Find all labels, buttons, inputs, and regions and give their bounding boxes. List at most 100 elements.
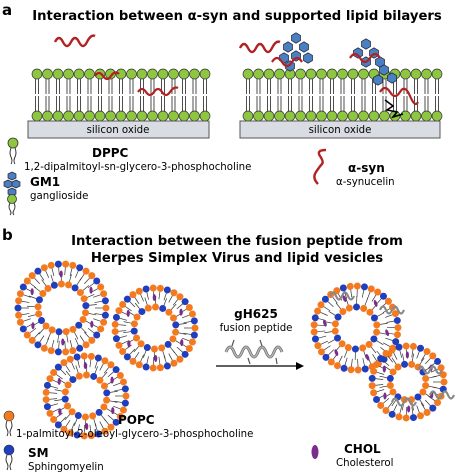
- lipid-head: [429, 404, 437, 412]
- lipid-head: [34, 303, 42, 311]
- lipid-head: [64, 381, 72, 389]
- lipid-head: [101, 427, 109, 435]
- dppc-head: [136, 110, 148, 122]
- sm-label: SM: [28, 446, 49, 460]
- lipid-head: [69, 325, 77, 333]
- lipid-head: [66, 355, 74, 363]
- dppc-head: [431, 110, 443, 122]
- lipid-head: [394, 363, 402, 371]
- lipid-head: [82, 302, 90, 310]
- dppc-head: [368, 110, 380, 122]
- lipid-head: [414, 363, 422, 371]
- dppc-head: [421, 68, 432, 80]
- lipid-head: [81, 413, 89, 421]
- dppc-head: [126, 110, 137, 122]
- lipid-head: [144, 304, 152, 312]
- lipid-head: [39, 289, 47, 297]
- lipid-head: [76, 264, 84, 272]
- lipid-head: [23, 277, 31, 285]
- lipid-head: [368, 382, 376, 390]
- lipid-head: [64, 402, 72, 410]
- cholesterol: [407, 405, 411, 413]
- lipid-head: [365, 340, 373, 348]
- lipid-head: [188, 310, 196, 318]
- lipid-head: [43, 403, 51, 411]
- lipid-head: [76, 289, 84, 297]
- dppc-head: [431, 68, 443, 80]
- lipid-head: [414, 393, 422, 401]
- lipid-head: [331, 327, 339, 335]
- lipid-head: [170, 289, 178, 297]
- lipid-head: [347, 366, 355, 374]
- lipid-head: [47, 347, 55, 355]
- dppc-head: [305, 68, 317, 80]
- lipid-head: [28, 272, 36, 280]
- substrate-label-right: silicon oxide: [309, 125, 372, 136]
- lipid-head: [417, 412, 425, 420]
- vesicle: [310, 282, 402, 374]
- lipid-head: [422, 382, 430, 390]
- dppc-head: [84, 110, 95, 122]
- panel-b-title-line1: Interaction between the fusion peptide f…: [71, 234, 403, 249]
- lipid-head: [181, 298, 189, 306]
- gm1-sugar: [291, 32, 301, 44]
- lipid-head: [121, 385, 129, 393]
- gm1-sugar: [299, 41, 309, 53]
- dppc-label: DPPC: [92, 146, 129, 160]
- alpha-syn-strand-inserted: [137, 86, 179, 97]
- dppc-head: [274, 68, 285, 80]
- dppc-head: [178, 68, 190, 80]
- lipid-head: [389, 388, 397, 396]
- lipid-head: [74, 412, 82, 420]
- lipid-head: [94, 354, 102, 362]
- lipid-head: [100, 318, 108, 326]
- lipid-head: [111, 320, 119, 328]
- lipid-head: [351, 345, 359, 353]
- dppc-head: [337, 110, 348, 122]
- lipid-head: [15, 297, 23, 305]
- alpha-syn-full-name: α-synucelin: [336, 177, 395, 188]
- dppc-head: [52, 110, 64, 122]
- dppc-head: [400, 68, 411, 80]
- lipid-head: [314, 307, 322, 315]
- lipid-head: [334, 334, 342, 342]
- dppc-head: [347, 110, 359, 122]
- lipid-head: [93, 331, 101, 339]
- dppc-head: [326, 110, 338, 122]
- lipid-head: [156, 284, 164, 292]
- cholesterol: [61, 338, 65, 346]
- lipid-head: [339, 308, 347, 316]
- gh625-peptide-icon: [224, 339, 284, 365]
- cholesterol: [342, 295, 347, 302]
- lipid-head: [79, 315, 87, 323]
- lipid-head: [82, 267, 90, 275]
- lipid-head: [409, 342, 417, 350]
- dppc-head: [105, 68, 116, 80]
- lipid-head: [373, 328, 381, 336]
- lipid-head: [103, 396, 111, 404]
- dppc-head: [73, 110, 85, 122]
- lipid-head: [360, 283, 368, 291]
- lipid-head: [95, 408, 103, 416]
- lipid-head: [55, 328, 63, 336]
- alpha-syn-on-gm1-2: [349, 52, 381, 64]
- lipid-head: [185, 345, 193, 353]
- lipid-head: [97, 283, 105, 291]
- lipid-head: [112, 335, 120, 343]
- lipid-head: [331, 320, 339, 328]
- alpha-syn-label: α-syn: [348, 161, 385, 175]
- lipid-head: [119, 406, 127, 414]
- lipid-head: [34, 341, 42, 349]
- cholesterol: [373, 300, 378, 307]
- lipid-head: [68, 408, 76, 416]
- lipid-head: [310, 321, 318, 329]
- alpha-syn-on-gm1-1: [271, 56, 303, 68]
- gm1-sugar: [361, 38, 371, 50]
- lipid-head: [429, 352, 437, 360]
- dppc-head: [199, 68, 211, 80]
- dppc-head: [295, 110, 306, 122]
- lipid-head: [409, 414, 417, 422]
- lipid-head: [423, 409, 431, 417]
- cholesterol: [334, 349, 339, 356]
- lipid-head: [373, 361, 381, 369]
